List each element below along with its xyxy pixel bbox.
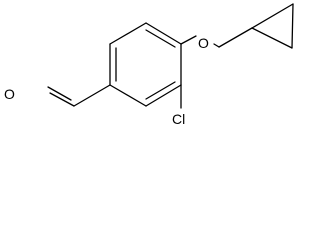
chlorine-label: Cl xyxy=(172,111,185,127)
benzene-ring xyxy=(109,22,182,107)
ring-to-ether-oxygen-bond xyxy=(180,35,197,45)
ring-bond-c6-c1 xyxy=(109,22,147,45)
ring-double-bond-inner-bottom xyxy=(145,81,176,100)
aldehyde-group: O xyxy=(4,84,111,107)
structure-diagram: O Cl O xyxy=(4,3,294,127)
ether-oxygen-label: O xyxy=(198,35,209,51)
cyclopropyl-bond-c xyxy=(251,27,293,49)
ring-double-bond-inner-top xyxy=(145,29,176,48)
ring-bond-c2-c3 xyxy=(109,84,147,107)
cyclopropyl-bond-b xyxy=(291,3,294,49)
ring-to-aldehyde-carbon-bond xyxy=(73,84,111,107)
aldehyde-oxygen-label: O xyxy=(4,86,15,102)
cyclopropyl-bond-a xyxy=(251,3,294,29)
ether-oxygen-to-methylene-bond xyxy=(213,43,220,48)
carbonyl-bond-inner xyxy=(47,86,72,101)
ring-bond-c5-c6 xyxy=(145,22,182,45)
carbonyl-bond-outer xyxy=(49,92,75,107)
ring-bond-c3-c4 xyxy=(145,84,182,107)
methylene-to-cyclopropyl-bond xyxy=(218,27,253,48)
chloro-group: Cl xyxy=(172,84,185,127)
cyclopropylmethoxy-group: O xyxy=(180,3,294,51)
